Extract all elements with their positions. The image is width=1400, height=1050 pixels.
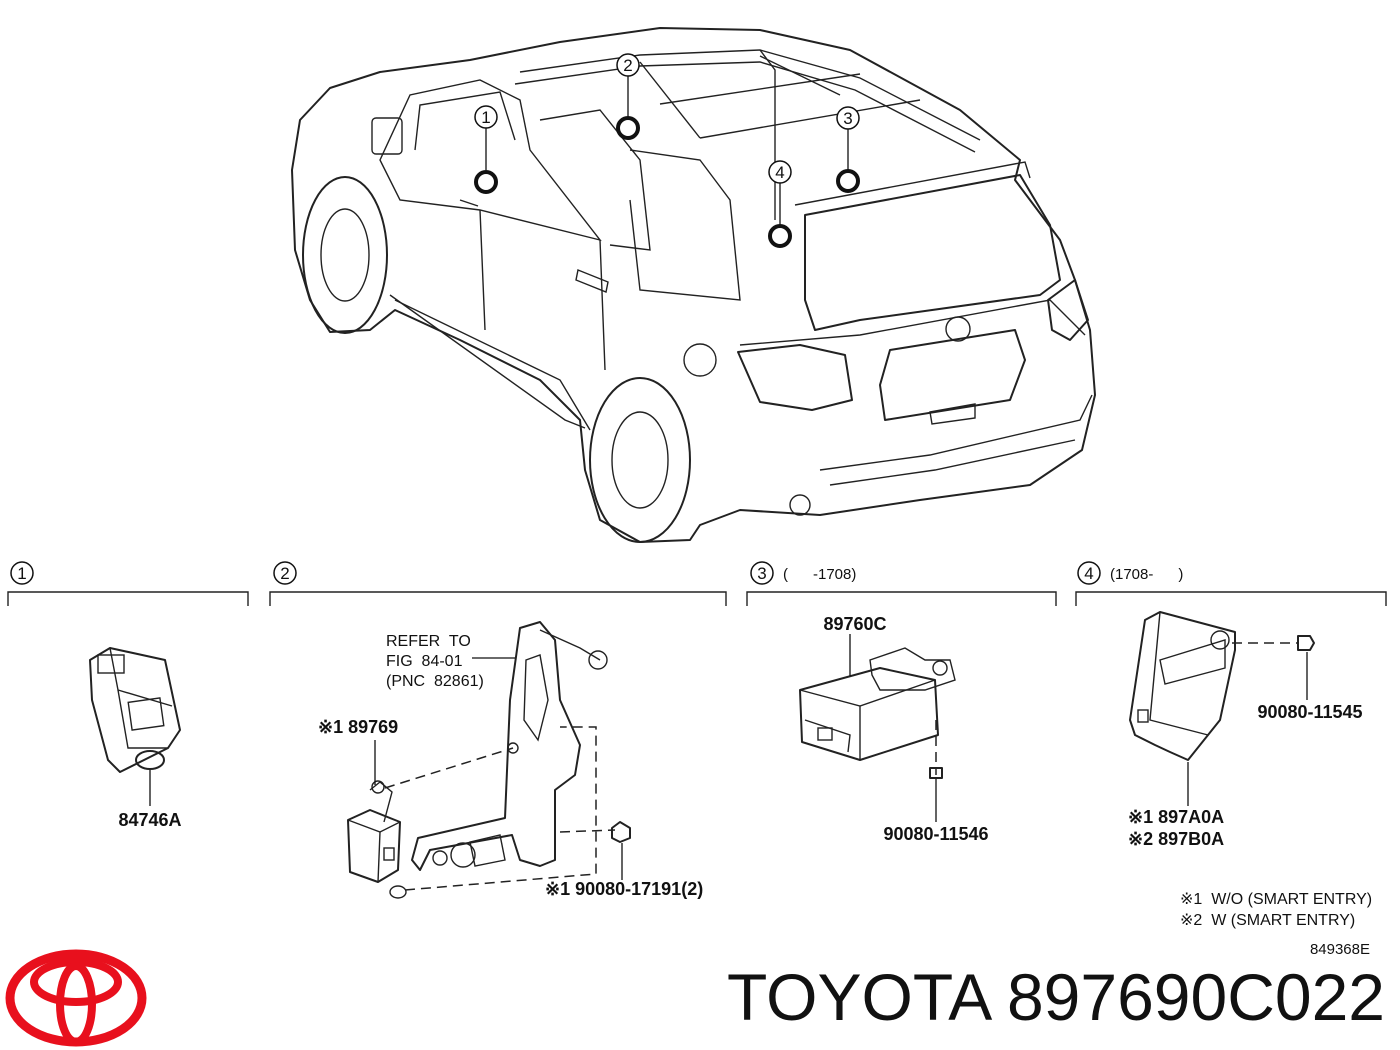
brand-part-title: TOYOTA 897690C022 <box>727 960 1385 1034</box>
location-number: 2 <box>623 56 632 75</box>
location-marker <box>836 169 860 193</box>
vehicle-illustration <box>291 27 1096 543</box>
footnote-1: ※1 W/O (SMART ENTRY) <box>1180 891 1372 908</box>
section-number: 4 <box>1084 564 1093 583</box>
location-number: 3 <box>843 109 852 128</box>
part-84746A-drawing <box>89 647 181 806</box>
location-marker <box>768 224 792 248</box>
location-markers: 1 2 3 4 <box>474 53 860 248</box>
location-number: 4 <box>775 163 784 182</box>
section-number: 3 <box>757 564 766 583</box>
refer-line-3: (PNC 82861) <box>386 673 484 690</box>
section-number: 2 <box>280 564 289 583</box>
toyota-logo <box>5 949 147 1047</box>
part-number-90080-17191: ※1 90080-17191(2) <box>545 879 703 899</box>
part-89760C-drawing <box>799 634 956 822</box>
location-number: 1 <box>481 108 490 127</box>
part-897A0A-drawing <box>1129 611 1315 806</box>
diagram-code: 849368E <box>1310 941 1370 958</box>
section-headers: 1 2 3 ( -1708) 4 (1708- ) <box>7 561 1387 606</box>
part-number-897B0A: ※2 897B0A <box>1128 829 1224 849</box>
part-number-89769: ※1 89769 <box>318 717 398 737</box>
part-89769-drawing <box>347 621 631 899</box>
section-range: ( -1708) <box>783 566 856 583</box>
part-number-90080-11545: 90080-11545 <box>1257 702 1362 722</box>
section-range: (1708- ) <box>1110 566 1183 583</box>
refer-line-1: REFER TO <box>386 633 471 650</box>
part-number-89760C: 89760C <box>823 614 886 634</box>
refer-line-2: FIG 84-01 <box>386 653 463 670</box>
footnote-2: ※2 W (SMART ENTRY) <box>1180 912 1355 929</box>
part-number-90080-11546: 90080-11546 <box>883 824 988 844</box>
section-number: 1 <box>17 564 26 583</box>
location-marker <box>474 170 498 194</box>
part-number-84746A: 84746A <box>118 810 181 830</box>
part-number-897A0A: ※1 897A0A <box>1128 807 1224 827</box>
location-marker <box>616 116 640 140</box>
